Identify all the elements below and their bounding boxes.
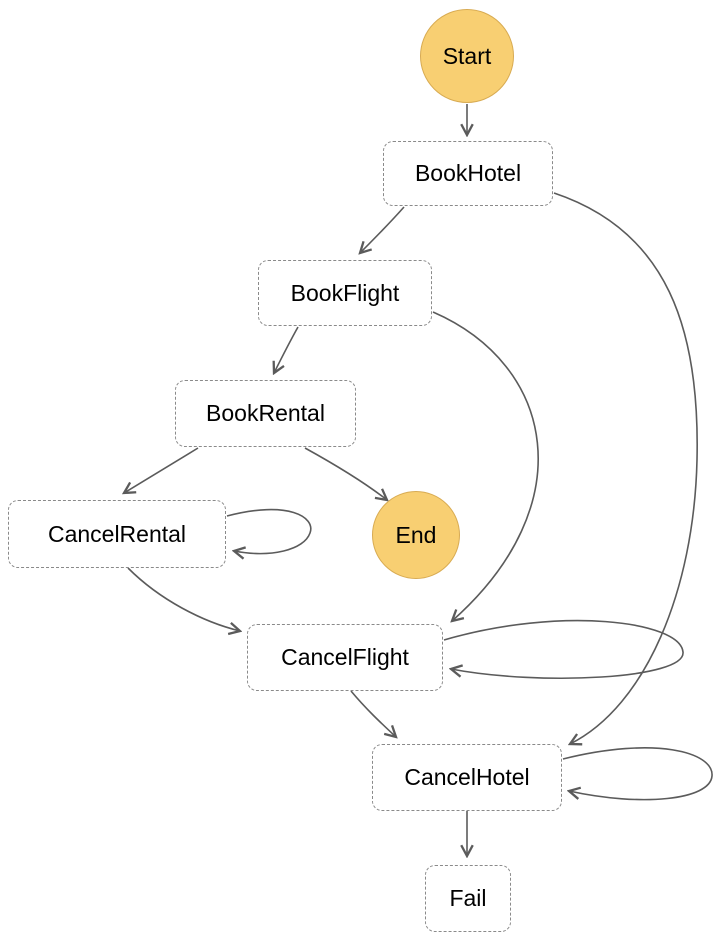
node-start: Start <box>420 9 514 103</box>
node-cancelhotel: CancelHotel <box>372 744 562 811</box>
edge-bookflight-cancelflight <box>432 311 539 621</box>
edge-bookhotel-bookflight <box>360 206 405 253</box>
node-end-label: End <box>395 521 437 548</box>
node-cancelflight: CancelFlight <box>247 624 443 691</box>
node-start-label: Start <box>442 42 492 69</box>
node-cancelrental: CancelRental <box>8 500 226 568</box>
edge-bookhotel-cancelhotel <box>553 192 698 744</box>
node-bookflight-label: BookFlight <box>290 279 400 306</box>
node-bookhotel-label: BookHotel <box>414 160 522 186</box>
edge-cancelhotel-self-loop <box>562 747 713 801</box>
node-bookflight: BookFlight <box>258 260 432 326</box>
node-cancelflight-label: CancelFlight <box>281 644 409 670</box>
edge-bookflight-bookrental <box>274 326 299 373</box>
edge-cancelrental-self-loop <box>226 508 312 554</box>
edge-bookrental-cancelrental <box>124 447 199 493</box>
edge-bookrental-end <box>304 447 387 500</box>
node-cancelrental-label: CancelRental <box>47 520 187 547</box>
edge-cancelflight-self-loop <box>443 619 684 680</box>
edge-cancelrental-cancelflight <box>127 567 240 631</box>
edge-cancelflight-cancelhotel <box>350 690 396 737</box>
node-cancelhotel-label: CancelHotel <box>404 764 530 790</box>
node-bookhotel: BookHotel <box>383 141 553 206</box>
node-bookrental-label: BookRental <box>206 400 325 426</box>
node-end: End <box>372 491 460 579</box>
node-fail-label: Fail <box>449 885 487 911</box>
node-bookrental: BookRental <box>175 380 356 447</box>
node-fail: Fail <box>425 865 511 932</box>
